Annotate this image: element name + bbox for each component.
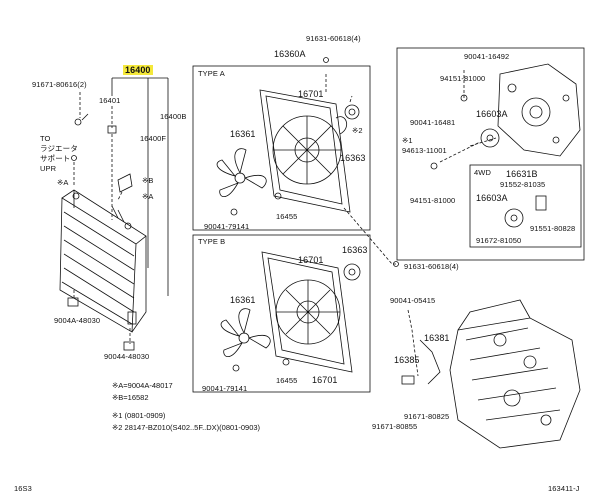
- type-a-frame: [192, 65, 371, 231]
- to-label: TO: [40, 134, 51, 143]
- part-16400f[interactable]: 16400F: [140, 134, 167, 143]
- part-90041-79141-a[interactable]: 90041-79141: [204, 222, 250, 231]
- part-16360a[interactable]: 16360A: [274, 49, 306, 59]
- part-16455-a[interactable]: 16455: [276, 212, 298, 221]
- part-91671-80616[interactable]: 91671-80616(2): [32, 80, 87, 89]
- part-90041-79141-b[interactable]: 90041-79141: [202, 384, 248, 393]
- fan-blade-a: [216, 148, 267, 198]
- part-91671-80855[interactable]: 91671-80855: [372, 422, 418, 431]
- engine-block: [449, 299, 581, 449]
- fan-shroud-a: [259, 89, 360, 213]
- part-91631-60618-mid[interactable]: 91631-60618(4): [404, 262, 459, 271]
- label-4wd: 4WD: [474, 168, 491, 177]
- part-16400[interactable]: 16400: [123, 65, 153, 75]
- part-16455-b[interactable]: 16455: [276, 376, 298, 385]
- type-b-frame: [192, 234, 371, 393]
- part-16401[interactable]: 16401: [99, 96, 121, 105]
- note-a: ※A=9004A-48017: [112, 381, 173, 390]
- part-90044-48030[interactable]: 90044-48030: [104, 352, 150, 361]
- part-16701-b[interactable]: 16701: [298, 255, 324, 265]
- footer-left-code: 16S3: [14, 484, 32, 493]
- part-16603a-bottom[interactable]: 16603A: [476, 193, 508, 203]
- fan-shroud-b: [261, 251, 361, 373]
- part-91671-80825[interactable]: 91671-80825: [404, 412, 450, 421]
- mark-b-left: ※B: [142, 176, 154, 185]
- to-line3: UPR: [40, 164, 57, 173]
- part-94613-11001[interactable]: 94613-11001: [402, 146, 447, 155]
- wd4-box: [469, 164, 582, 248]
- part-91552-81035[interactable]: 91552-81035: [500, 180, 546, 189]
- part-9004a-48030[interactable]: 9004A-48030: [54, 316, 101, 325]
- part-16363-a[interactable]: 16363: [340, 153, 366, 163]
- part-16400-highlight: 16400: [123, 65, 153, 75]
- radiator: [59, 189, 147, 333]
- mark-a-left: ※A: [57, 178, 69, 187]
- part-90041-16492[interactable]: 90041-16492: [464, 52, 510, 61]
- part-16361-a[interactable]: 16361: [230, 129, 256, 139]
- part-16363-b[interactable]: 16363: [342, 245, 368, 255]
- part-16701-a[interactable]: 16701: [298, 89, 324, 99]
- to-line2: サポート: [40, 154, 71, 163]
- part-16400b[interactable]: 16400B: [160, 112, 187, 121]
- part-16361-b[interactable]: 16361: [230, 295, 256, 305]
- drain-plug-shape: [107, 125, 117, 134]
- note-b: ※B=16582: [112, 393, 149, 402]
- mark-1: ※1: [402, 136, 413, 145]
- mark-a-left-2: ※A: [142, 192, 154, 201]
- note-1: ※1 (0801-0909): [112, 411, 166, 420]
- part-16385[interactable]: 16385: [394, 355, 420, 365]
- part-91672-81050[interactable]: 91672-81050: [476, 236, 522, 245]
- timing-cover: [497, 63, 581, 157]
- part-16603a-top[interactable]: 16603A: [476, 109, 508, 119]
- part-90041-05415[interactable]: 90041-05415: [390, 296, 436, 305]
- part-90041-16481[interactable]: 90041-16481: [410, 118, 456, 127]
- type-b-label: TYPE B: [198, 237, 226, 246]
- part-16381[interactable]: 16381: [424, 333, 450, 343]
- part-16631b[interactable]: 16631B: [506, 169, 538, 179]
- part-91631-60618-top[interactable]: 91631-60618(4): [306, 34, 361, 43]
- part-94151-81000-top[interactable]: 94151-81000: [440, 74, 486, 83]
- fan-blade-b: [220, 308, 271, 358]
- mark-2-a: ※2: [352, 126, 363, 135]
- footer-right-code: 163411-J: [548, 484, 580, 493]
- part-91551-80828[interactable]: 91551-80828: [530, 224, 576, 233]
- part-94151-81000-bottom[interactable]: 94151-81000: [410, 196, 456, 205]
- type-a-label: TYPE A: [198, 69, 225, 78]
- pulley-box: [396, 47, 585, 261]
- part-16701-b2[interactable]: 16701: [312, 375, 338, 385]
- note-2: ※2 28147-BZ010(S402..5F..DX)(0801-0903): [112, 423, 261, 432]
- to-line1: ラジエータ: [40, 144, 78, 153]
